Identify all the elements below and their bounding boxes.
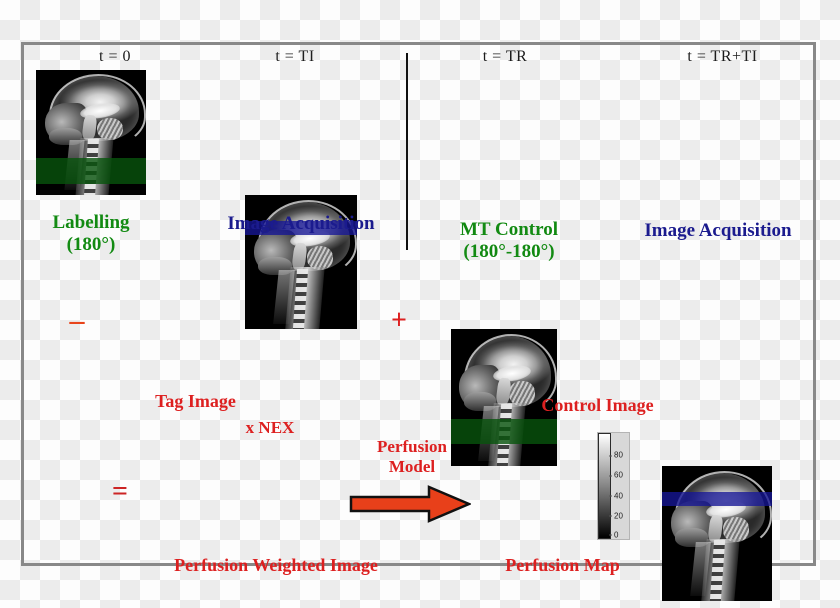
sagittal-image-labelling <box>36 70 146 195</box>
caption-perfusion-weighted-image: Perfusion Weighted Image <box>174 555 378 575</box>
equals-operator: = <box>112 476 128 507</box>
labelling-band <box>36 158 146 184</box>
caption-labelling: Labelling (180°) <box>21 212 161 256</box>
cerebellum-region <box>722 517 749 542</box>
caption-control-image: Control Image <box>541 395 654 415</box>
colorbar-tick: 80 <box>609 451 623 460</box>
time-label-step-3: t = TR <box>482 48 528 65</box>
sagittal-image-mt-control <box>451 329 557 466</box>
perfusion-model-label: Perfusion Model <box>352 437 472 476</box>
perfusion-model-line2: Model <box>388 456 436 476</box>
mt-control-band <box>451 419 557 444</box>
acquisition-band <box>662 492 772 506</box>
sagittal-image-acquisition-trti <box>662 466 772 601</box>
colorbar-tick: 20 <box>609 511 623 520</box>
colorbar-tick: 40 <box>609 491 623 500</box>
acquisition-band <box>245 221 357 235</box>
caption-image-acquisition-ti: Image Acquisition <box>227 213 375 234</box>
plus-operator: + <box>391 305 407 336</box>
nex-label: x NEX <box>245 418 295 437</box>
caption-mt-control: MT Control (180°-180°) <box>434 219 584 263</box>
perfusion-colorbar: 80 60 40 20 0 <box>597 432 630 540</box>
caption-labelling-line2: (180°) <box>66 233 116 255</box>
cerebellum-region <box>96 117 123 140</box>
cerebellum-region <box>509 381 535 406</box>
figure-frame <box>21 42 816 566</box>
minus-operator: – <box>69 304 85 337</box>
caption-image-acquisition-trti: Image Acquisition <box>644 220 792 241</box>
perfusion-model-line1: Perfusion <box>377 437 447 456</box>
sagittal-image-acquisition-ti <box>245 195 357 329</box>
caption-labelling-line1: Labelling <box>52 212 130 233</box>
colorbar-ticks: 80 60 40 20 0 <box>608 433 629 539</box>
caption-perfusion-map: Perfusion Map <box>505 555 620 575</box>
time-label-step-2: t = TI <box>275 48 315 65</box>
sequence-divider <box>406 53 408 250</box>
time-label-step-1: t = 0 <box>99 48 131 65</box>
caption-mt-control-line1: MT Control <box>460 219 558 240</box>
cerebellum-region <box>306 245 334 271</box>
caption-tag-image: Tag Image <box>155 391 236 411</box>
colorbar-tick: 60 <box>609 471 623 480</box>
right-arrow-icon <box>349 485 473 523</box>
time-label-step-4: t = TR+TI <box>687 48 758 65</box>
colorbar-tick: 0 <box>608 530 618 539</box>
caption-mt-control-line2: (180°-180°) <box>463 240 555 262</box>
colorbar-gradient <box>598 433 611 539</box>
